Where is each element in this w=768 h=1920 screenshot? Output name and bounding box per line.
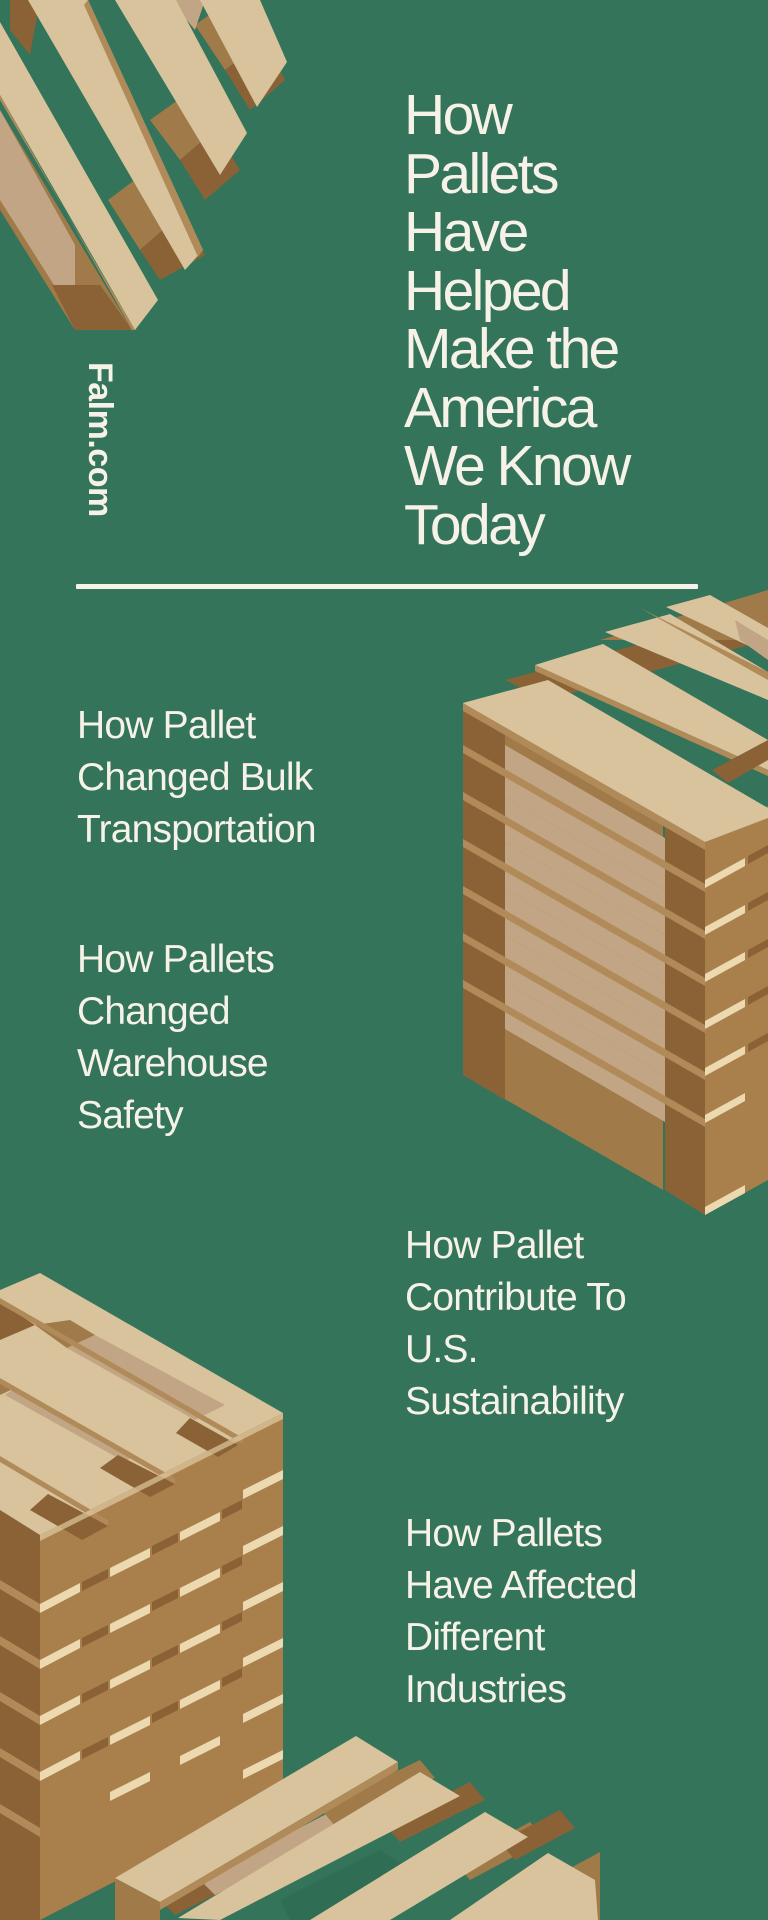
section-line: Changed [77, 990, 231, 1033]
pallet-bottom-icon [115, 1736, 600, 1920]
section-line: How Pallets [77, 938, 275, 981]
section-line: Have Affected [405, 1564, 638, 1607]
title-divider [76, 584, 698, 589]
pallet-top-left-icon [0, 0, 287, 330]
section-us-sustainability: How Pallet Contribute To U.S. Sustainabi… [405, 1220, 627, 1428]
title-line: We Know [404, 434, 631, 498]
title-line: Helped [404, 258, 572, 323]
title-line: Make the [404, 317, 620, 381]
section-line: Transportation [77, 808, 317, 851]
section-line: U.S. [405, 1328, 478, 1371]
pallet-stack-left-icon [0, 1273, 283, 1920]
section-warehouse-safety: How Pallets Changed Warehouse Safety [77, 934, 275, 1142]
title-line: How [404, 83, 513, 147]
title-line: Today [404, 492, 546, 557]
title-line: Pallets [404, 141, 559, 206]
section-line: Safety [77, 1094, 184, 1137]
section-line: How Pallet [77, 704, 256, 747]
section-line: Different [405, 1616, 545, 1659]
section-line: How Pallet [405, 1224, 584, 1267]
title-line: Have [404, 200, 529, 264]
page-title: How Pallets Have Helped Make the America… [404, 83, 631, 557]
section-line: Industries [405, 1668, 567, 1711]
section-bulk-transportation: How Pallet Changed Bulk Transportation [77, 700, 317, 856]
brand-logo-text: Falm.com [81, 362, 119, 517]
title-line: America [404, 375, 597, 440]
section-line: Changed Bulk [77, 756, 313, 799]
section-line: Contribute To [405, 1276, 627, 1319]
section-different-industries: How Pallets Have Affected Different Indu… [405, 1508, 638, 1716]
section-line: Sustainability [405, 1380, 624, 1423]
section-line: How Pallets [405, 1512, 603, 1555]
pallet-stack-right-icon [463, 590, 768, 1215]
section-line: Warehouse [77, 1042, 269, 1085]
